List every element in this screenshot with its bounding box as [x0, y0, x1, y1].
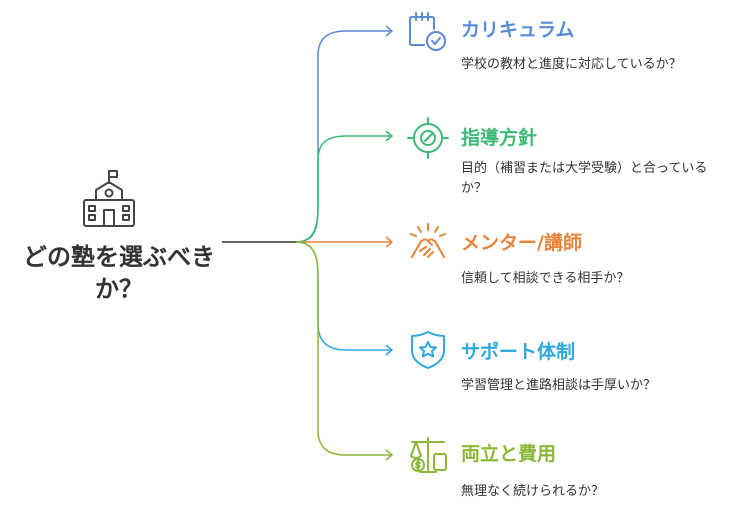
item-title-policy: 指導方針 [461, 127, 538, 149]
branch-policy [295, 135, 392, 243]
arrow-curriculum [385, 25, 394, 37]
item-title-mentor: メンター/講師 [461, 232, 582, 254]
item-desc-mentor: 信頼して相談できる相手か？ [461, 271, 630, 286]
target-compass-icon [407, 117, 449, 159]
arrow-support [385, 344, 394, 356]
item-desc-support: 学習管理と進路相談は手厚いか？ [461, 378, 657, 393]
main-title: どの塾を選ぶべき か？ [14, 241, 224, 305]
item-desc-curriculum: 学校の教材と進度に対応しているか？ [461, 57, 682, 72]
item-title-curriculum: カリキュラム [461, 19, 575, 41]
money-balance-icon [410, 437, 447, 473]
item-title-support: サポート体制 [461, 341, 576, 363]
item-desc-balance: 無理なく続けられるか？ [461, 484, 605, 499]
arrow-policy [385, 130, 394, 142]
item-desc-policy: 目的（補習または大学受験）と合っているか？ [461, 161, 708, 196]
branch-balance [295, 241, 392, 456]
calendar-check-icon [409, 12, 446, 51]
branch-support [295, 241, 392, 351]
arrow-balance [385, 449, 394, 461]
handshake-icon [410, 223, 446, 258]
arrow-mentor [385, 236, 394, 248]
item-title-balance: 両立と費用 [461, 443, 557, 465]
school-building-icon [83, 170, 135, 227]
main-title-line1: どの塾を選ぶべき [23, 243, 215, 271]
shield-star-icon [411, 331, 445, 369]
main-title-line2: か？ [95, 275, 143, 303]
